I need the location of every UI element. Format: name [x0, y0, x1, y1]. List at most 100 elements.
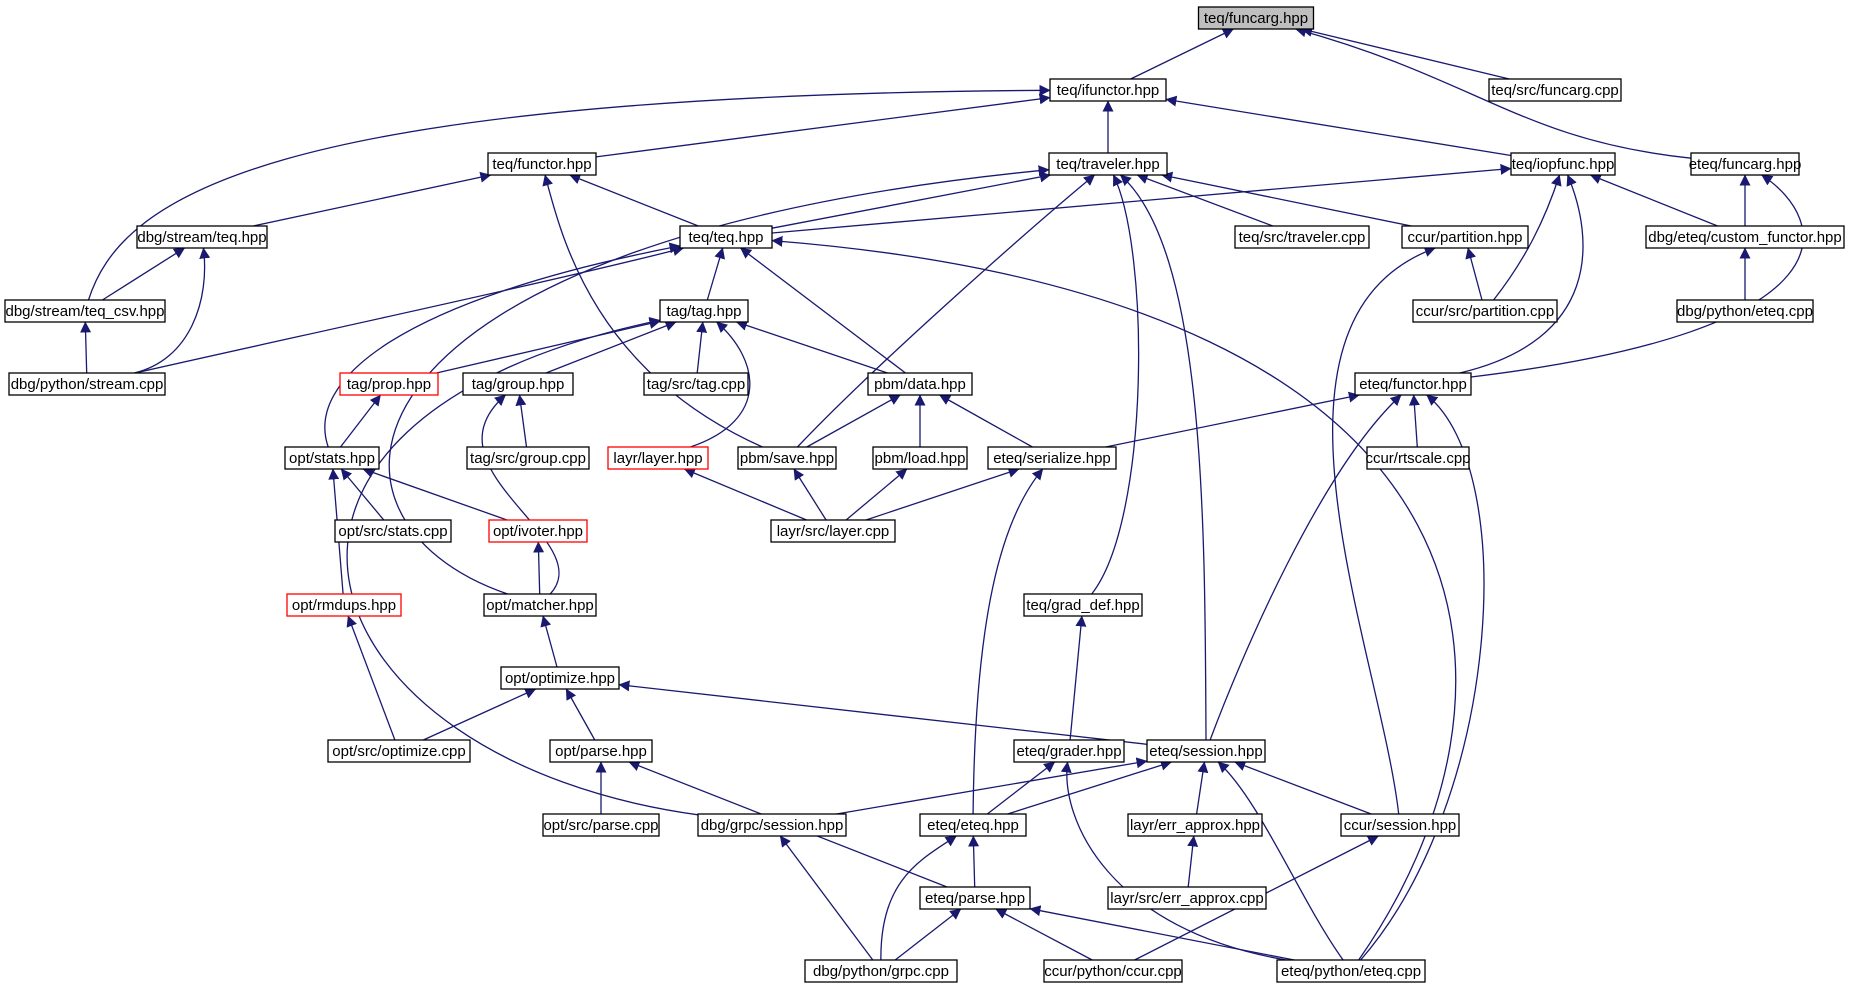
node-eteq-functor[interactable]: eteq/functor.hpp [1354, 372, 1472, 396]
node-box[interactable] [487, 152, 597, 176]
node-py-eteq-eteq[interactable]: eteq/python/eteq.cpp [1276, 959, 1426, 983]
node-funcarg[interactable]: teq/funcarg.hpp [1197, 6, 1315, 30]
node-src-funcarg[interactable]: teq/src/funcarg.cpp [1488, 78, 1622, 102]
node-box[interactable] [679, 225, 773, 249]
node-functor[interactable]: teq/functor.hpp [487, 152, 597, 176]
node-tag-prop[interactable]: tag/prop.hpp [339, 372, 439, 396]
node-eteq-session[interactable]: eteq/session.hpp [1146, 739, 1266, 763]
node-box[interactable] [1412, 299, 1558, 323]
node-box[interactable] [1146, 739, 1266, 763]
node-src-optimize[interactable]: opt/src/optimize.cpp [327, 739, 471, 763]
node-py-grpc[interactable]: dbg/python/grpc.cpp [804, 959, 958, 983]
node-pbm-save[interactable]: pbm/save.hpp [737, 446, 837, 470]
node-box[interactable] [804, 959, 958, 983]
node-box[interactable] [1676, 299, 1814, 323]
node-opt-rmdups[interactable]: opt/rmdups.hpp [286, 593, 402, 617]
node-box[interactable] [462, 372, 574, 396]
node-opt-matcher[interactable]: opt/matcher.hpp [483, 593, 597, 617]
node-src-stats[interactable]: opt/src/stats.cpp [334, 519, 452, 543]
node-box[interactable] [1013, 739, 1125, 763]
node-box[interactable] [284, 446, 380, 470]
node-box[interactable] [872, 446, 968, 470]
node-box[interactable] [8, 372, 166, 396]
node-grad-def[interactable]: teq/grad_def.hpp [1023, 593, 1143, 617]
node-box[interactable] [4, 299, 166, 323]
node-box[interactable] [1276, 959, 1426, 983]
node-eteq-grader[interactable]: eteq/grader.hpp [1013, 739, 1125, 763]
node-src-tag[interactable]: tag/src/tag.cpp [643, 372, 749, 396]
node-box[interactable] [987, 446, 1117, 470]
node-box[interactable] [500, 666, 620, 690]
node-box[interactable] [466, 446, 590, 470]
node-box[interactable] [327, 739, 471, 763]
node-eteq-parse[interactable]: eteq/parse.hpp [919, 886, 1031, 910]
node-box[interactable] [1645, 225, 1845, 249]
node-box[interactable] [549, 739, 653, 763]
node-box[interactable] [136, 225, 268, 249]
node-src-traveler[interactable]: teq/src/traveler.cpp [1234, 225, 1370, 249]
node-box[interactable] [737, 446, 837, 470]
node-box[interactable] [1048, 152, 1168, 176]
node-box[interactable] [1401, 225, 1529, 249]
node-box[interactable] [542, 813, 660, 837]
node-box[interactable] [697, 813, 847, 837]
node-box[interactable] [659, 299, 749, 323]
node-box[interactable] [1354, 372, 1472, 396]
node-opt-optimize[interactable]: opt/optimize.hpp [500, 666, 620, 690]
node-grpc-session[interactable]: dbg/grpc/session.hpp [697, 813, 847, 837]
node-traveler[interactable]: teq/traveler.hpp [1048, 152, 1168, 176]
node-box[interactable] [1023, 593, 1143, 617]
node-box[interactable] [488, 519, 588, 543]
node-box[interactable] [1234, 225, 1370, 249]
node-src-layer[interactable]: layr/src/layer.cpp [770, 519, 896, 543]
node-box[interactable] [286, 593, 402, 617]
node-tag-tag[interactable]: tag/tag.hpp [659, 299, 749, 323]
node-src-group[interactable]: tag/src/group.cpp [466, 446, 590, 470]
node-tag-group[interactable]: tag/group.hpp [462, 372, 574, 396]
node-box[interactable] [339, 372, 439, 396]
node-layr-layer[interactable]: layr/layer.hpp [607, 446, 709, 470]
node-opt-ivoter[interactable]: opt/ivoter.hpp [488, 519, 588, 543]
node-box[interactable] [1366, 446, 1470, 470]
node-err-approx[interactable]: layr/err_approx.hpp [1127, 813, 1263, 837]
node-box[interactable] [1690, 152, 1800, 176]
node-pbm-data[interactable]: pbm/data.hpp [867, 372, 973, 396]
node-pbm-load[interactable]: pbm/load.hpp [872, 446, 968, 470]
node-ccur-partition[interactable]: ccur/partition.hpp [1401, 225, 1529, 249]
node-src-partition[interactable]: ccur/src/partition.cpp [1412, 299, 1558, 323]
node-box[interactable] [607, 446, 709, 470]
node-box[interactable] [919, 886, 1031, 910]
node-box[interactable] [643, 372, 749, 396]
node-eteq-eteq[interactable]: eteq/eteq.hpp [919, 813, 1027, 837]
node-ifunctor[interactable]: teq/ifunctor.hpp [1049, 78, 1167, 102]
node-box[interactable] [1049, 78, 1167, 102]
node-teq-teq[interactable]: teq/teq.hpp [679, 225, 773, 249]
node-box[interactable] [867, 372, 973, 396]
node-box[interactable] [919, 813, 1027, 837]
node-src-err-approx[interactable]: layr/src/err_approx.cpp [1107, 886, 1267, 910]
node-opt-stats[interactable]: opt/stats.hpp [284, 446, 380, 470]
node-eteq-funcarg[interactable]: eteq/funcarg.hpp [1689, 152, 1802, 176]
node-eteq-serialize[interactable]: eteq/serialize.hpp [987, 446, 1117, 470]
node-ccur-session[interactable]: ccur/session.hpp [1340, 813, 1460, 837]
node-py-eteq[interactable]: dbg/python/eteq.cpp [1676, 299, 1814, 323]
node-box[interactable] [1127, 813, 1263, 837]
node-box[interactable] [1510, 152, 1616, 176]
node-dbg-stream-teq[interactable]: dbg/stream/teq.hpp [136, 225, 268, 249]
node-box[interactable] [1107, 886, 1267, 910]
node-py-ccur[interactable]: ccur/python/ccur.cpp [1043, 959, 1183, 983]
node-opt-parse[interactable]: opt/parse.hpp [549, 739, 653, 763]
node-box[interactable] [334, 519, 452, 543]
node-box[interactable] [483, 593, 597, 617]
node-box[interactable] [1043, 959, 1183, 983]
node-iopfunc[interactable]: teq/iopfunc.hpp [1510, 152, 1616, 176]
node-box[interactable] [1340, 813, 1460, 837]
node-py-stream[interactable]: dbg/python/stream.cpp [8, 372, 166, 396]
node-src-parse[interactable]: opt/src/parse.cpp [542, 813, 660, 837]
node-rtscale[interactable]: ccur/rtscale.cpp [1365, 446, 1471, 470]
node-box[interactable] [1488, 78, 1622, 102]
node-teq-csv[interactable]: dbg/stream/teq_csv.hpp [4, 299, 166, 323]
node-box[interactable] [1197, 6, 1315, 30]
node-box[interactable] [770, 519, 896, 543]
node-custom-functor[interactable]: dbg/eteq/custom_functor.hpp [1645, 225, 1845, 249]
